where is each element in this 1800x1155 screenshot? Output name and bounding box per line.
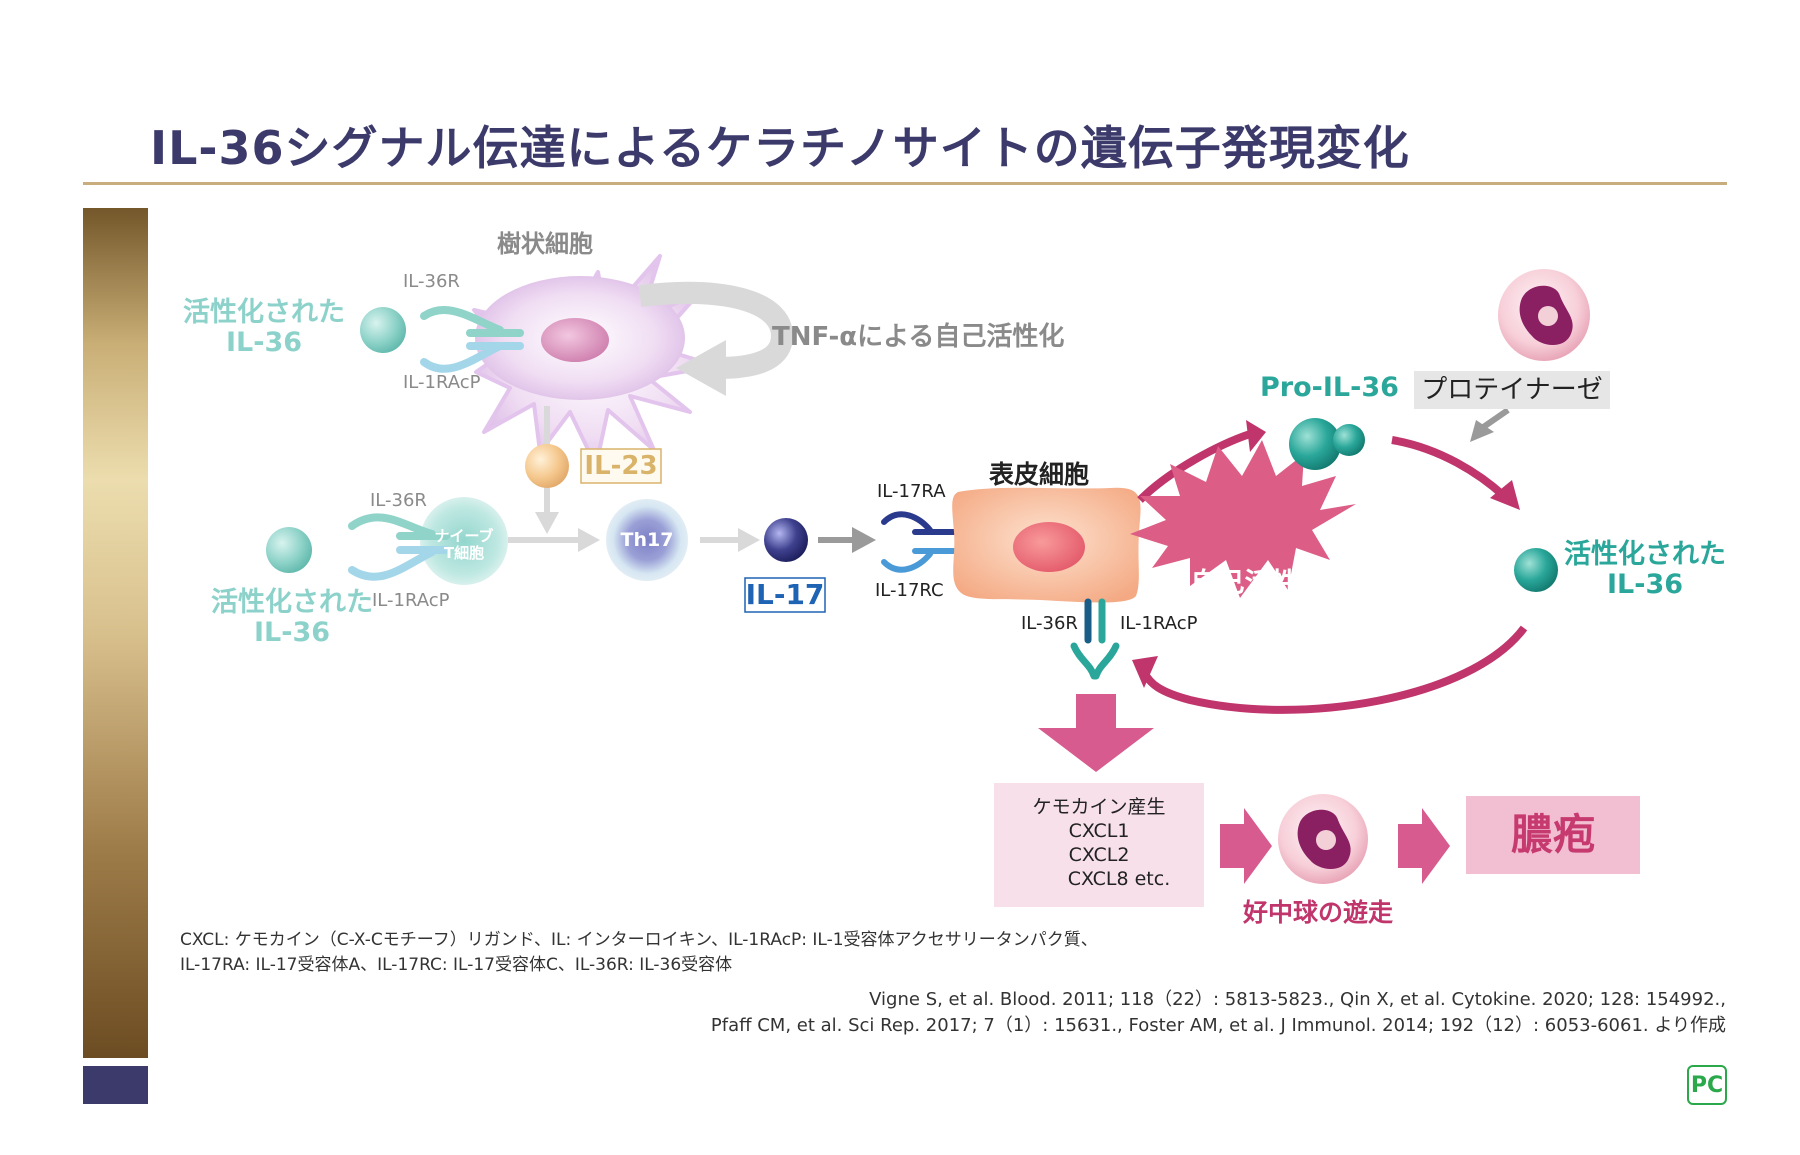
activated-il36-label-top: 活性化された IL-36 — [183, 297, 345, 358]
chemokine-to-neutrophil-arrow — [1220, 808, 1272, 884]
neutrophil-migration-label: 好中球の遊走 — [1243, 898, 1394, 927]
references: Vigne S, et al. Blood. 2011; 118（22）: 58… — [711, 987, 1726, 1039]
th17-label: Th17 — [620, 529, 674, 551]
dendritic-receptor — [420, 306, 524, 373]
side-gradient-bar — [83, 208, 148, 1058]
pc-logo-icon: PC — [1687, 1065, 1727, 1105]
epidermis-il36r-label: IL-36R — [1021, 613, 1078, 634]
il23-label: IL-23 — [584, 451, 658, 481]
dendritic-nucleus — [541, 318, 609, 362]
chemokine-item: CXCL1 — [1068, 820, 1130, 843]
abbreviation-notes: CXCL: ケモカイン（C-X-Cモチーフ）リガンド、IL: インターロイキン、… — [180, 928, 1098, 977]
epidermal-cell-label: 表皮細胞 — [989, 460, 1090, 489]
il17-ball — [764, 518, 808, 562]
cycle-arrow-return — [1140, 625, 1528, 714]
chemokine-title: ケモカイン産生 — [1032, 796, 1166, 818]
page-title: IL-36シグナル伝達によるケラチノサイトの遺伝子発現変化 — [150, 121, 1410, 175]
note-line: IL-17RA: IL-17受容体A、IL-17RC: IL-17受容体C、IL… — [180, 954, 733, 975]
naive-t-cell — [420, 497, 508, 585]
dendritic-cell — [472, 254, 718, 468]
pustule-box: 膿疱 — [1466, 796, 1640, 874]
reference-line: Vigne S, et al. Blood. 2011; 118（22）: 58… — [869, 989, 1726, 1010]
activated-il36-ball-right — [1514, 548, 1558, 592]
dendritic-cell-label: 樹状細胞 — [497, 230, 593, 258]
activated-il36-label-left: 活性化された IL-36 — [211, 587, 373, 648]
il23-box — [580, 448, 662, 484]
th17-cell — [606, 499, 688, 581]
il17ra-label: IL-17RA — [877, 481, 946, 502]
cycle-arrow-to-pro — [1137, 430, 1252, 503]
self-activation-label: 自己活性化 — [1190, 568, 1326, 599]
neutrophil-bottom — [1278, 794, 1368, 884]
naive-il36r-label: IL-36R — [370, 490, 427, 511]
chemokine-box: ケモカイン産生 CXCL1 CXCL2 CXCL8 etc. — [994, 783, 1204, 907]
activated-il36-label-right: 活性化された IL-36 — [1564, 539, 1726, 600]
il17-receptor — [881, 511, 961, 573]
dendritic-il1racp-label: IL-1RAcP — [403, 372, 481, 393]
il17-label: IL-17 — [745, 578, 825, 611]
activated-il36-ball-left — [266, 527, 312, 573]
naive-receptor — [348, 513, 450, 581]
chemokine-item: CXCL8 etc. — [1067, 868, 1171, 891]
activated-il36-ball-top — [360, 307, 406, 353]
reference-line: Pfaff CM, et al. Sci Rep. 2017; 7（1）: 15… — [710, 1015, 1726, 1037]
protease-label: プロテイナーゼ — [1414, 371, 1610, 409]
cycle-arrow-to-active — [1391, 436, 1507, 499]
epidermal-nucleus — [1013, 522, 1085, 572]
epidermis-il36-receptor — [1070, 598, 1120, 680]
il17-box — [744, 577, 826, 613]
pro-il36-label: Pro-IL-36 — [1260, 372, 1399, 403]
title-divider — [83, 182, 1727, 185]
pro-il36-shape — [1289, 418, 1365, 470]
naive-il1racp-label: IL-1RAcP — [372, 590, 450, 611]
side-foot-block — [83, 1066, 148, 1104]
tnf-loop-label: TNF-αによる自己活性化 — [772, 322, 1065, 352]
tnf-loop-arrow — [638, 281, 794, 379]
il17rc-label: IL-17RC — [875, 580, 944, 601]
naive-t-cell-label: ナイーブ T細胞 — [434, 527, 494, 563]
dendritic-il36r-label: IL-36R — [403, 271, 460, 292]
chemokine-down-arrow — [1038, 694, 1154, 772]
il23-ball — [525, 444, 569, 488]
neutrophil-top — [1498, 269, 1590, 361]
neutrophil-to-pustule-arrow — [1398, 808, 1450, 884]
chemokine-item: CXCL2 — [1068, 844, 1130, 867]
note-line: CXCL: ケモカイン（C-X-Cモチーフ）リガンド、IL: インターロイキン、… — [180, 930, 1098, 950]
epidermis-il1racp-label: IL-1RAcP — [1120, 613, 1198, 634]
self-activation-starburst — [1130, 440, 1356, 598]
